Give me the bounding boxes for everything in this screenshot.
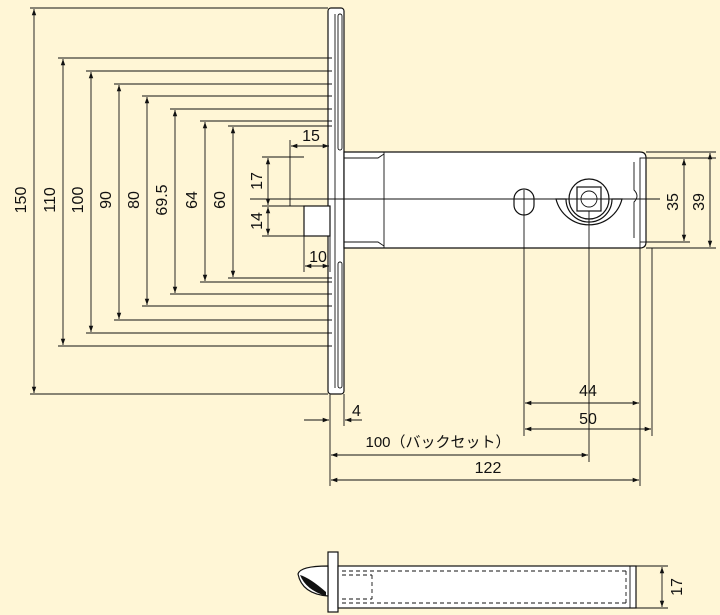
case-height-dimensions: [646, 151, 716, 249]
dim-44-label: 44: [579, 383, 597, 400]
dim-14-label: 14: [249, 212, 266, 230]
latch-bolt: [303, 205, 331, 237]
dim-39-label: 39: [691, 193, 708, 211]
dim-100-label: 100: [70, 187, 87, 214]
vertical-dimensions: [30, 7, 332, 395]
side-view: [297, 551, 668, 613]
dim-50-label: 50: [579, 411, 597, 428]
dim-110-label: 110: [42, 187, 59, 213]
dim-17-side-label: 17: [669, 578, 686, 596]
faceplate: [327, 7, 345, 395]
horizontal-dimensions: [304, 190, 653, 486]
dim-35-label: 35: [665, 193, 682, 211]
dim-10-label: 10: [309, 249, 327, 266]
dim-17-label: 17: [249, 172, 266, 190]
dim-4-label: 4: [352, 403, 361, 420]
dim-80-label: 80: [126, 191, 143, 209]
dim-150-label: 150: [13, 187, 30, 214]
dim-122-label: 122: [475, 460, 502, 477]
dim-60-label: 60: [212, 191, 229, 209]
latch-dimensions: [262, 140, 331, 272]
dim-90-label: 90: [98, 191, 115, 209]
lock-case-body: [343, 151, 647, 249]
dim-64-label: 64: [184, 191, 201, 209]
dim-69-5-label: 69.5: [154, 184, 171, 215]
dim-100-backset-label: 100（バックセット）: [365, 434, 510, 451]
dim-15-label: 15: [302, 128, 320, 145]
